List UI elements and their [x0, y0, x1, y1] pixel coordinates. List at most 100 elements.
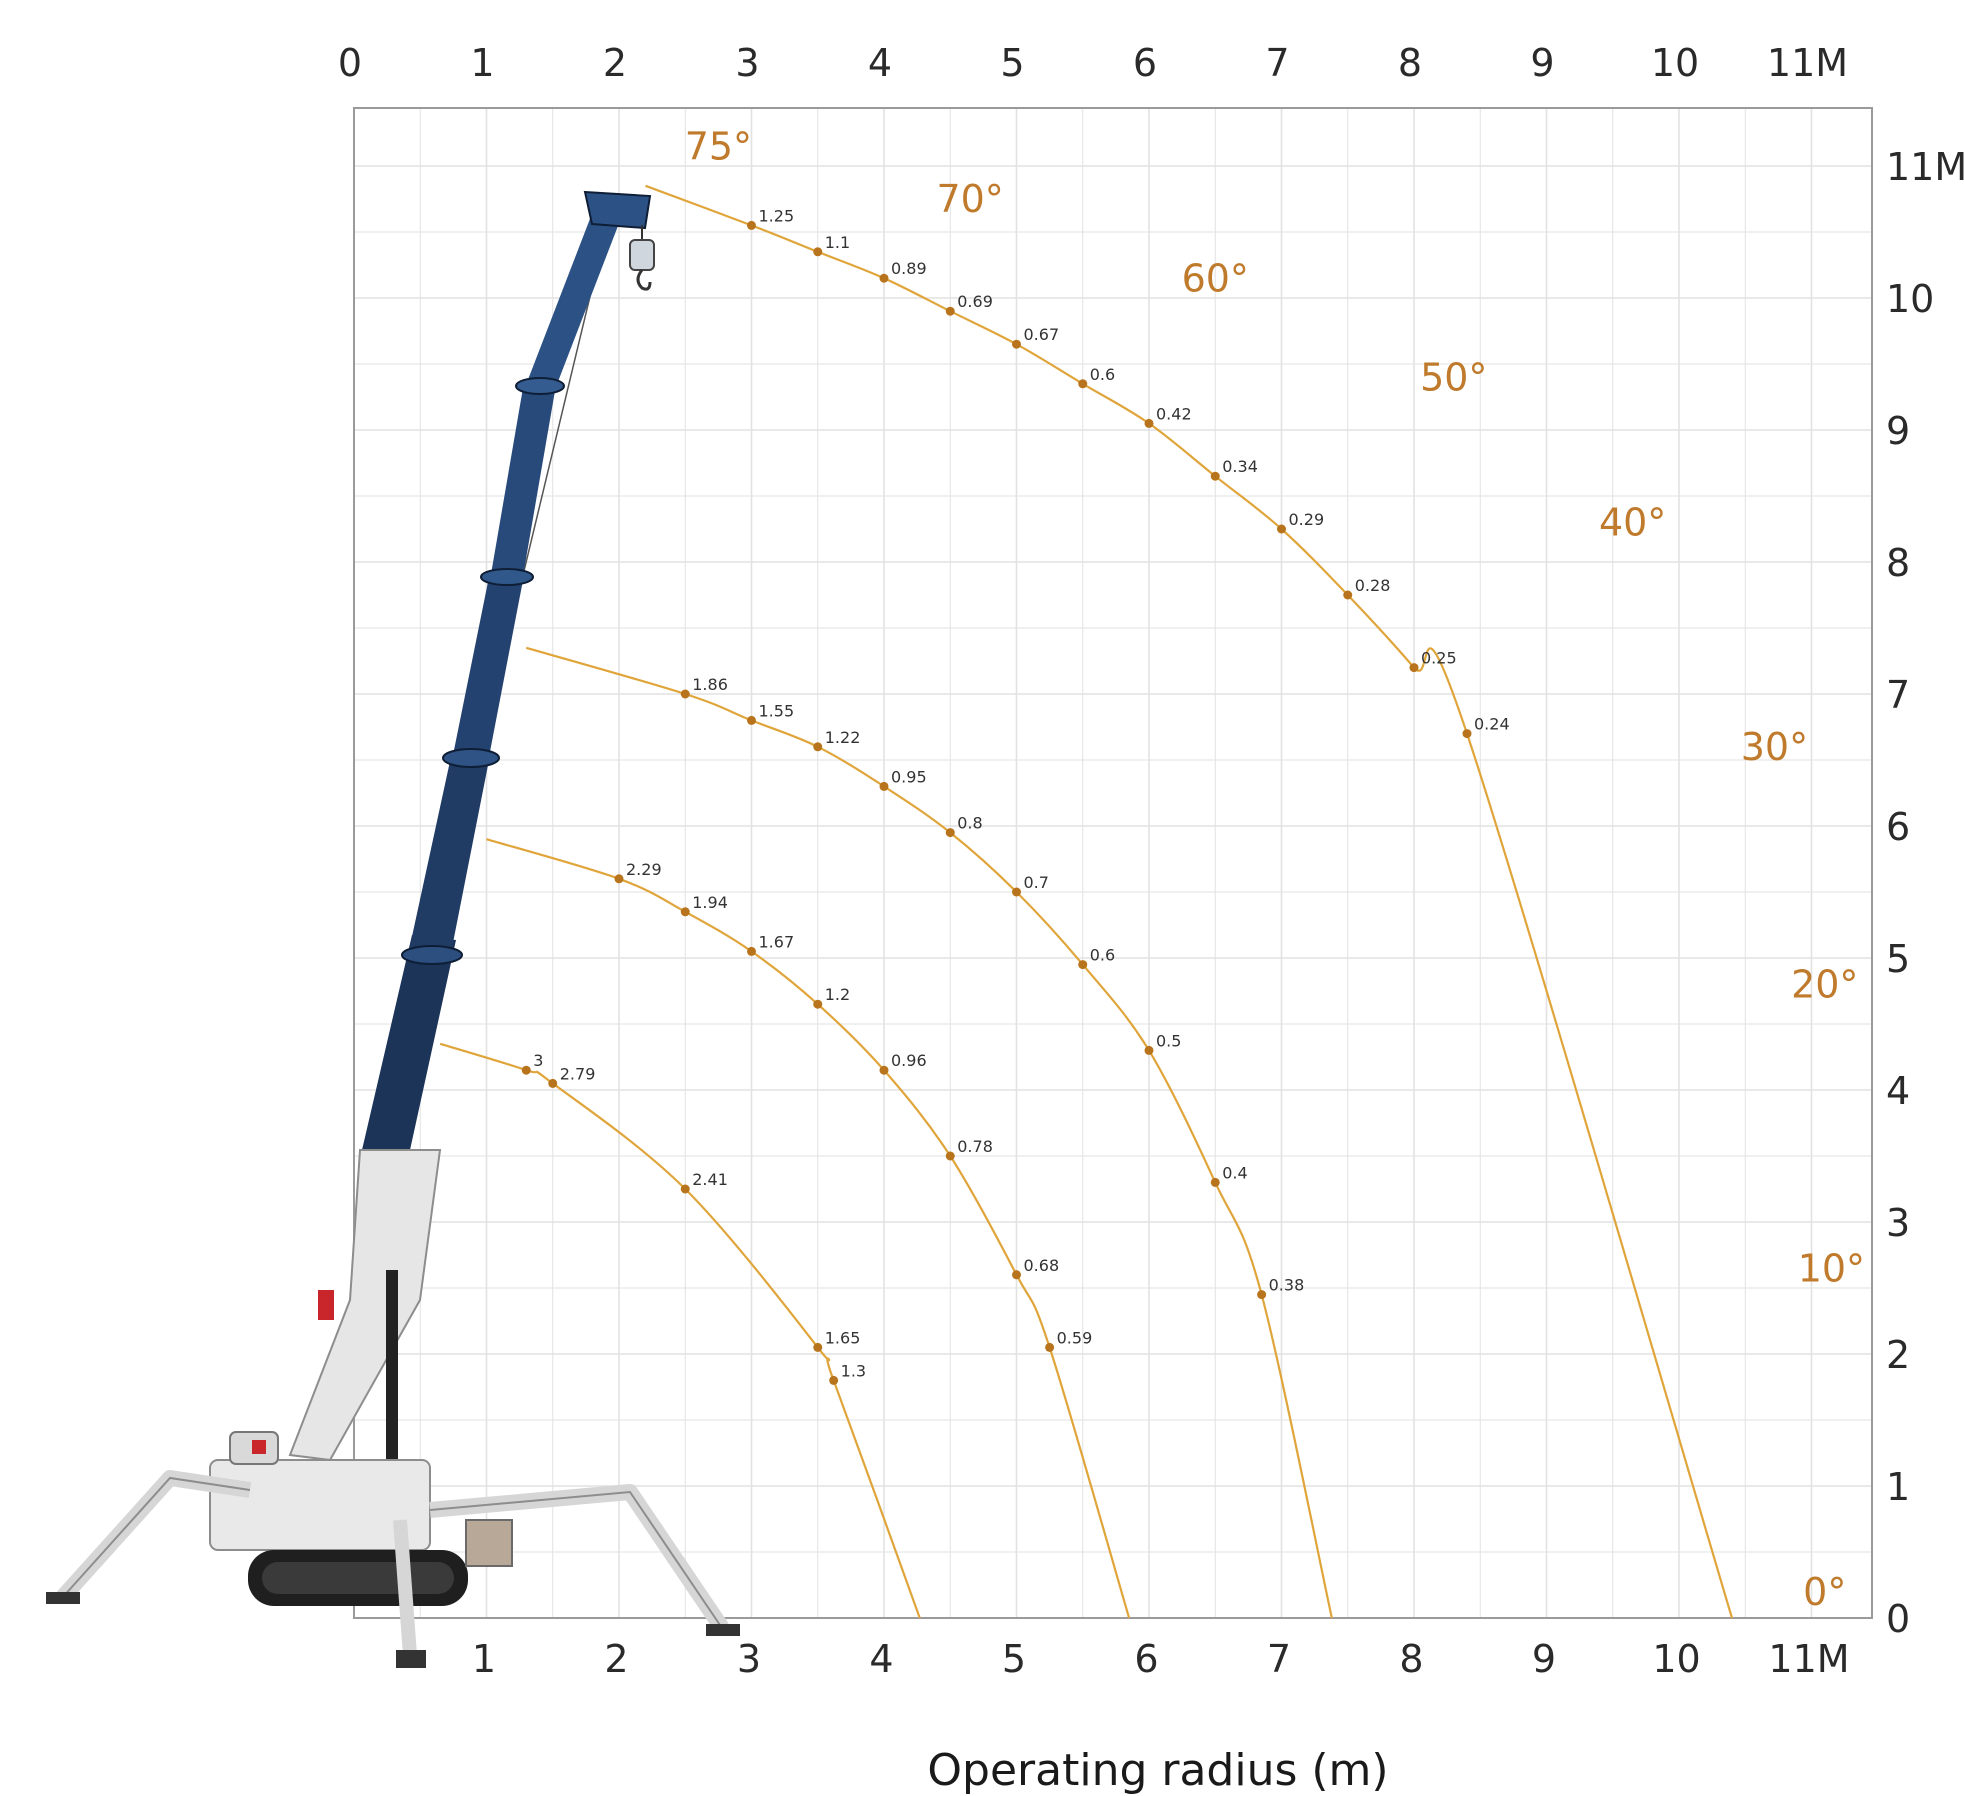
load-point-label: 1.25 — [759, 206, 795, 225]
load-point — [829, 1375, 839, 1385]
load-point — [1078, 379, 1088, 389]
load-point-label: 0.28 — [1355, 576, 1391, 595]
angle-label: 10° — [1798, 1246, 1865, 1290]
x-tick-bottom: 8 — [1399, 1637, 1423, 1681]
load-point — [521, 1065, 531, 1075]
load-point — [945, 828, 955, 838]
load-point — [1210, 471, 1220, 481]
x-tick-top: 0 — [338, 41, 362, 85]
load-point — [1012, 887, 1021, 897]
load-point-label: 1.22 — [825, 728, 861, 747]
load-curve-3 — [525, 646, 1333, 1619]
load-point — [945, 306, 955, 316]
x-tick-top: 7 — [1265, 41, 1289, 85]
x-tick-top: 9 — [1530, 41, 1554, 85]
load-point-label: 1.86 — [692, 675, 728, 694]
boom-head — [583, 190, 652, 230]
x-tick-top: 2 — [603, 41, 627, 85]
angle-label: 70° — [936, 177, 1003, 221]
angle-label: 0° — [1803, 1570, 1846, 1614]
y-tick-right: 11M — [1886, 145, 1964, 189]
x-tick-top: 3 — [735, 41, 759, 85]
load-point-label: 0.68 — [1024, 1256, 1060, 1275]
y-tick-right: 1 — [1886, 1465, 1910, 1509]
x-tick-bottom: 11M — [1768, 1637, 1849, 1681]
load-point — [879, 781, 889, 791]
load-points: 32.792.411.651.32.291.941.671.20.960.780… — [521, 206, 1510, 1385]
load-point — [614, 874, 624, 884]
x-axis-label: Operating radius (m) — [927, 1745, 1388, 1796]
load-point — [747, 220, 756, 230]
x-tick-top: 1 — [470, 41, 494, 85]
boom-section-4 — [490, 382, 556, 582]
y-tick-right: 5 — [1886, 937, 1910, 981]
load-point-label: 0.38 — [1269, 1276, 1305, 1295]
load-point-label: 1.1 — [825, 233, 850, 252]
x-tick-top: 4 — [868, 41, 892, 85]
load-point — [1210, 1177, 1220, 1187]
angle-label: 20° — [1791, 963, 1858, 1007]
x-tick-bottom: 5 — [1002, 1637, 1026, 1681]
y-tick-right: 7 — [1886, 673, 1910, 717]
y-tick-right: 9 — [1886, 409, 1910, 453]
load-point — [879, 273, 889, 283]
x-tick-top: 10 — [1651, 41, 1699, 85]
load-point-label: 0.96 — [891, 1051, 927, 1070]
load-point-label: 0.34 — [1222, 457, 1258, 476]
x-tick-bottom: 10 — [1652, 1637, 1700, 1681]
load-point — [747, 946, 756, 956]
y-tick-right: 2 — [1886, 1333, 1910, 1377]
load-point-label: 0.59 — [1057, 1328, 1093, 1347]
boom-section-2 — [408, 752, 490, 958]
load-point — [747, 715, 756, 725]
load-point — [1277, 524, 1286, 534]
load-point-label: 0.42 — [1156, 404, 1192, 423]
load-point-label: 0.6 — [1090, 365, 1115, 384]
load-point-label: 1.65 — [825, 1328, 861, 1347]
angle-label: 50° — [1420, 355, 1487, 399]
load-point-label: 0.6 — [1090, 946, 1115, 965]
load-point-label: 3 — [533, 1051, 543, 1070]
x-tick-bottom: 7 — [1267, 1637, 1291, 1681]
x-tick-top: 8 — [1398, 41, 1422, 85]
load-point — [813, 742, 823, 752]
boom-section-3 — [452, 572, 524, 762]
load-point-label: 0.89 — [891, 259, 927, 278]
load-point — [680, 689, 690, 699]
grid — [354, 108, 1872, 1618]
plot-area — [354, 108, 1872, 1618]
load-point — [945, 1151, 955, 1161]
load-point — [1144, 1045, 1154, 1055]
load-point — [1078, 960, 1088, 970]
load-point — [680, 907, 690, 917]
x-tick-bottom: 2 — [604, 1637, 628, 1681]
x-tick-bottom: 9 — [1532, 1637, 1556, 1681]
load-point-label: 0.25 — [1421, 649, 1457, 668]
x-tick-top: 5 — [1000, 41, 1024, 85]
angle-label: 40° — [1599, 501, 1666, 545]
x-tick-bottom: 6 — [1134, 1637, 1158, 1681]
x-tick-top: 6 — [1133, 41, 1157, 85]
load-point-label: 0.4 — [1222, 1163, 1247, 1182]
load-point-label: 1.2 — [825, 985, 850, 1004]
y-tick-right: 8 — [1886, 541, 1910, 585]
angle-label: 30° — [1741, 725, 1808, 769]
load-point-label: 1.67 — [759, 932, 795, 951]
load-point — [1462, 729, 1472, 739]
load-point-label: 0.67 — [1024, 325, 1060, 344]
angle-labels: 75°70°60°50°40°30°20°10°0° — [685, 124, 1865, 1613]
y-tick-right: 10 — [1886, 277, 1934, 321]
x-tick-top: 11M — [1767, 41, 1848, 85]
load-point-label: 0.5 — [1156, 1031, 1181, 1050]
load-point-label: 0.29 — [1289, 510, 1325, 529]
load-point — [680, 1184, 690, 1194]
load-point — [1144, 418, 1154, 428]
load-point — [1012, 339, 1021, 349]
angle-label: 75° — [685, 124, 752, 168]
load-point — [1012, 1270, 1021, 1280]
load-point — [813, 999, 823, 1009]
load-point — [1045, 1342, 1055, 1352]
load-point-label: 0.95 — [891, 767, 927, 786]
